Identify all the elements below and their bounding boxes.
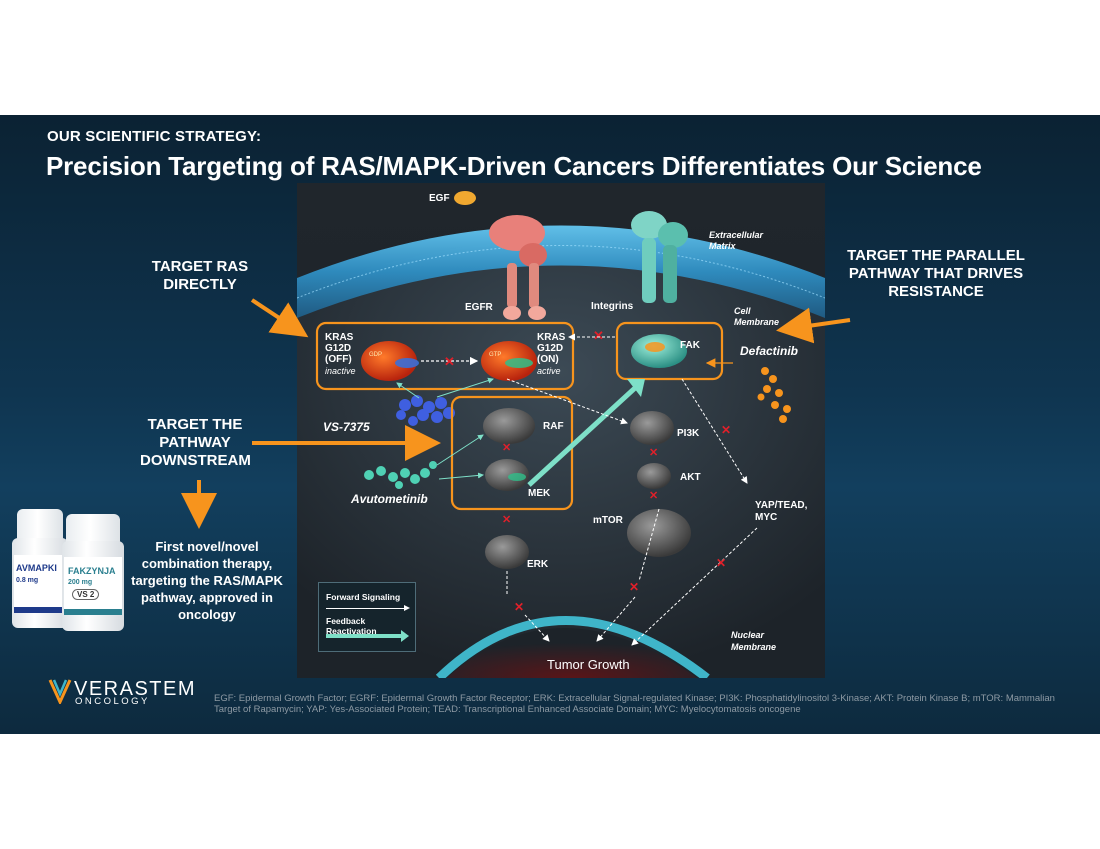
nuclear-membrane <box>435 616 710 678</box>
legend-forward-line <box>326 608 408 609</box>
feedback-arrow <box>527 386 637 487</box>
egf-label: EGF <box>429 193 450 204</box>
kras-on-state: active <box>537 366 561 376</box>
kras-on-label-2: G12D <box>537 343 563 354</box>
kras-off-label-1: KRAS <box>325 332 354 343</box>
callout-target-parallel: TARGET THE PARALLEL PATHWAY THAT DRIVES … <box>847 247 1025 300</box>
logo-sub: ONCOLOGY <box>75 696 150 707</box>
legend-feedback-label: Feedback Reactivation <box>326 616 377 636</box>
cell-membrane-label-2: Membrane <box>734 317 779 327</box>
ecm-label-1: Extracellular <box>709 230 764 240</box>
yap-label-1: YAP/TEAD, <box>755 500 808 511</box>
inhibition-mark: ✕ <box>444 354 455 369</box>
defactinib-label: Defactinib <box>740 344 798 358</box>
mek-protein <box>485 459 529 491</box>
pathway-svg: EGF EGFR Integrins Extracellular Matrix <box>297 191 825 678</box>
egfr-label: EGFR <box>465 302 494 313</box>
mtor-label: mTOR <box>593 515 624 526</box>
svg-text:✕: ✕ <box>649 447 658 459</box>
verastem-logo-icon <box>48 679 72 704</box>
vs7375-molecule <box>396 395 455 426</box>
nuclear-membrane-label-2: Membrane <box>731 642 776 652</box>
cell-membrane-label-1: Cell <box>734 306 751 316</box>
fakzynja-mark: VS 2 <box>72 589 100 600</box>
svg-text:✕: ✕ <box>721 423 731 437</box>
akt-protein <box>637 463 671 489</box>
avutometinib-label: Avutometinib <box>350 492 428 506</box>
svg-text:✕: ✕ <box>629 580 639 594</box>
mek-label: MEK <box>528 488 551 499</box>
akt-label: AKT <box>680 472 701 483</box>
integrins-label: Integrins <box>591 301 634 312</box>
integrin-receptor <box>631 211 688 303</box>
ecm-label-2: Matrix <box>709 241 737 251</box>
legend-forward-label: Forward Signaling <box>326 592 401 602</box>
pathway-diagram: EGF EGFR Integrins Extracellular Matrix <box>297 183 825 678</box>
gdp-label: GDP <box>369 352 382 358</box>
svg-text:✕: ✕ <box>649 490 658 502</box>
logo-name: VERASTEM <box>74 678 197 700</box>
legend-feedback-line <box>326 634 402 638</box>
kras-on-label-1: KRAS <box>537 332 566 343</box>
svg-text:✕: ✕ <box>502 514 511 526</box>
egfr-receptor <box>489 215 547 320</box>
svg-text:✕: ✕ <box>514 600 524 614</box>
nuclear-membrane-label-1: Nuclear <box>731 630 765 640</box>
svg-text:✕: ✕ <box>502 442 511 454</box>
svg-text:✕: ✕ <box>593 328 604 343</box>
raf-label: RAF <box>543 421 564 432</box>
first-novel-therapy-text: First novel/novel combination therapy, t… <box>131 539 283 622</box>
legend-box: Forward Signaling Feedback Reactivation <box>318 582 416 652</box>
pi3k-label: PI3K <box>677 428 700 439</box>
defactinib-molecule <box>757 367 791 423</box>
slide-title: Precision Targeting of RAS/MAPK-Driven C… <box>46 151 982 181</box>
kras-off-protein <box>361 341 417 381</box>
mtor-protein <box>627 509 691 557</box>
pi3k-protein <box>630 411 674 445</box>
fak-label: FAK <box>680 340 701 351</box>
kras-off-label-3: (OFF) <box>325 354 352 365</box>
abbreviation-footnote: EGF: Epidermal Growth Factor; EGRF: Epid… <box>214 693 1055 715</box>
avmapki-dose: 0.8 mg <box>16 577 39 584</box>
kras-target-box <box>315 321 575 391</box>
legend-feedback-arrowhead <box>401 630 409 642</box>
slide: OUR SCIENTIFIC STRATEGY: Precision Targe… <box>0 115 1100 734</box>
egf-molecule <box>454 191 476 205</box>
cell-membrane <box>297 225 825 318</box>
yap-label-2: MYC <box>755 512 777 523</box>
raf-protein <box>483 408 535 444</box>
fakzynja-label: FAKZYNJA <box>68 566 116 576</box>
nucleus <box>447 628 697 678</box>
fak-target-box <box>615 321 724 381</box>
gtp-label: GTP <box>489 352 501 358</box>
erk-label: ERK <box>527 559 549 570</box>
raf-mek-target-box <box>450 395 574 511</box>
legend-forward-arrowhead <box>404 605 410 611</box>
callout-target-ras: TARGET RAS DIRECTLY <box>151 258 249 293</box>
kras-off-label-2: G12D <box>325 343 351 354</box>
kras-off-state: inactive <box>325 366 356 376</box>
avmapki-label: AVMAPKI <box>16 563 57 573</box>
callout-target-downstream: TARGET THE PATHWAY DOWNSTREAM <box>140 416 251 469</box>
vs7375-label: VS-7375 <box>323 420 370 434</box>
erk-protein <box>485 535 529 569</box>
kras-on-label-3: (ON) <box>537 354 559 365</box>
fakzynja-dose: 200 mg <box>68 579 93 586</box>
svg-text:✕: ✕ <box>716 556 726 570</box>
tumor-growth-label: Tumor Growth <box>547 657 630 672</box>
avutometinib-molecule <box>364 461 437 489</box>
cytoplasm <box>297 240 825 678</box>
eyebrow-text: OUR SCIENTIFIC STRATEGY: <box>47 128 262 145</box>
